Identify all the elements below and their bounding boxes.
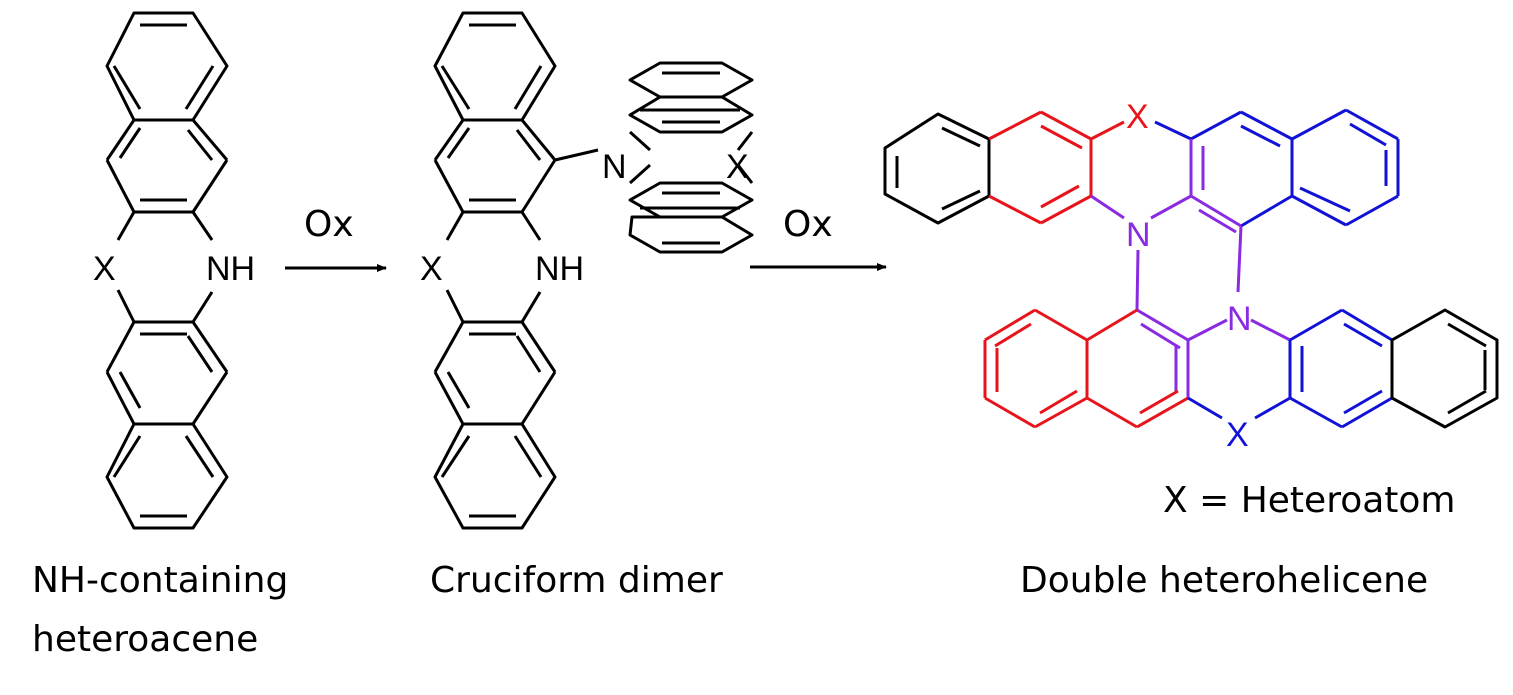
compound-double-heterohelicene xyxy=(883,108,1499,429)
compound-cruciform-dimer xyxy=(433,11,754,530)
helicene-ring-upper-blue xyxy=(1154,108,1400,228)
dimer-x2-label: X xyxy=(726,148,749,186)
oxidant-label-1: Ox xyxy=(304,204,354,245)
helicene-n-top-label: N xyxy=(1126,216,1151,254)
caption-heteroacene-line2: heteroacene xyxy=(32,619,258,660)
caption-double-heterohelicene: Double heterohelicene xyxy=(1020,560,1428,601)
dimer-ring-upper-middle xyxy=(433,119,557,214)
ring-top-benzo xyxy=(105,11,229,122)
dimer-ring-top xyxy=(433,11,557,122)
caption-cruciform-dimer: Cruciform dimer xyxy=(430,560,723,601)
caption-heteroacene-line1: NH-containing xyxy=(32,560,288,601)
oxidant-label-2: Ox xyxy=(783,204,833,245)
helicene-ring-upper-red xyxy=(988,110,1125,225)
helicene-n-bottom-label: N xyxy=(1227,300,1252,338)
heteroatom-legend: X = Heteroatom xyxy=(1163,480,1456,521)
heteroatom-x-label: X xyxy=(93,250,116,288)
ring-lower-middle xyxy=(105,320,229,425)
helicene-ring-lower-right-black xyxy=(1390,308,1499,429)
dimer-ring-bottom xyxy=(433,422,557,530)
helicene-ring-lower-red xyxy=(983,308,1189,429)
perpendicular-acene-unit xyxy=(628,61,754,254)
helicene-x-top-label: X xyxy=(1126,98,1149,136)
dimer-ring-lower-middle xyxy=(433,320,557,425)
ring-bottom-benzo xyxy=(105,422,229,530)
helicene-ring-upper-left-black xyxy=(883,112,991,225)
compound-heteroacene xyxy=(105,11,229,530)
nh-label: NH xyxy=(206,250,255,288)
ring-upper-middle xyxy=(105,119,229,214)
helicene-x-bottom-label: X xyxy=(1226,416,1249,454)
helicene-ring-lower-blue xyxy=(1187,308,1394,429)
helicene-bonds-upper-purple xyxy=(1090,139,1243,311)
dimer-heteroatom-x-label: X xyxy=(420,250,443,288)
helicene-bonds-lower-purple xyxy=(1136,308,1291,398)
dimer-nh-label: NH xyxy=(535,250,584,288)
dimer-n-label: N xyxy=(602,148,627,186)
